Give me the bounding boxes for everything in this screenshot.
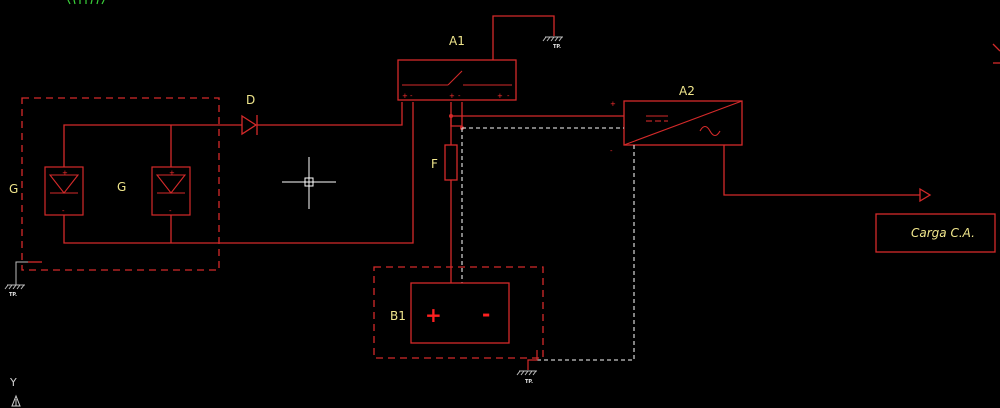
ground-icon bbox=[542, 36, 563, 42]
solar-module-icon bbox=[155, 174, 187, 194]
switch-icon bbox=[402, 70, 512, 86]
battery-plus-sign: + bbox=[425, 303, 442, 327]
label-b1: B1 bbox=[390, 309, 406, 323]
crosshair-cursor-icon bbox=[282, 157, 336, 209]
module-plus-sign: + bbox=[62, 169, 68, 177]
ucs-icon: Y bbox=[9, 376, 21, 407]
a1-terminal-minus: - bbox=[458, 92, 461, 100]
diode-icon bbox=[241, 114, 258, 136]
ac-output-line[interactable] bbox=[723, 145, 932, 203]
a2-input-minus: - bbox=[610, 147, 613, 155]
ucs-y-label: Y bbox=[9, 376, 17, 389]
module-minus-sign: - bbox=[62, 207, 65, 215]
label-a1: A1 bbox=[449, 34, 465, 48]
ground-icon bbox=[516, 370, 537, 376]
battery-b1[interactable]: + - bbox=[410, 282, 510, 344]
ground-battery[interactable]: TP. bbox=[516, 350, 538, 385]
load-label: Carga C.A. bbox=[911, 226, 975, 240]
a1-terminal-plus: + bbox=[402, 92, 408, 100]
tp-label: TP. bbox=[553, 44, 561, 50]
a2-input-plus: + bbox=[610, 100, 616, 108]
a1-terminal-plus: + bbox=[497, 92, 503, 100]
diode-d[interactable] bbox=[241, 102, 403, 136]
fuse-f[interactable] bbox=[444, 144, 458, 181]
solar-module-right[interactable]: + - bbox=[151, 166, 191, 216]
inverter-a2[interactable] bbox=[623, 100, 743, 146]
ground-a1[interactable]: TP. bbox=[492, 15, 563, 60]
a1-terminal-minus: - bbox=[410, 92, 413, 100]
charge-controller-a1[interactable]: + - + - + - bbox=[397, 59, 517, 101]
generator-enclosure[interactable] bbox=[21, 97, 220, 271]
ground-icon bbox=[4, 284, 25, 290]
a1-terminal-minus: - bbox=[507, 92, 510, 100]
solar-module-left[interactable]: + - bbox=[44, 166, 84, 216]
module-plus-sign: + bbox=[169, 169, 175, 177]
label-g-right: G bbox=[117, 180, 126, 194]
ground-left[interactable]: TP. bbox=[4, 261, 28, 298]
battery-enclosure[interactable] bbox=[373, 266, 544, 359]
battery-minus-sign: - bbox=[482, 302, 490, 326]
dc-ac-icon bbox=[646, 115, 721, 137]
module-minus-sign: - bbox=[169, 207, 172, 215]
solar-module-icon bbox=[48, 174, 80, 194]
edge-fragment bbox=[992, 43, 1000, 52]
tp-label: TP. bbox=[525, 379, 533, 385]
tp-label: TP. bbox=[9, 292, 17, 298]
generator-wiring[interactable] bbox=[28, 102, 414, 263]
label-d: D bbox=[246, 93, 255, 107]
label-a2: A2 bbox=[679, 84, 695, 98]
label-g-left: G bbox=[9, 182, 18, 196]
fuse-icon bbox=[444, 144, 458, 181]
a1-terminal-plus: + bbox=[449, 92, 455, 100]
label-f: F bbox=[431, 157, 438, 171]
load-box[interactable]: Carga C.A. bbox=[875, 213, 996, 253]
dc-bus-wiring[interactable] bbox=[449, 102, 635, 361]
green-fragment bbox=[67, 0, 105, 5]
